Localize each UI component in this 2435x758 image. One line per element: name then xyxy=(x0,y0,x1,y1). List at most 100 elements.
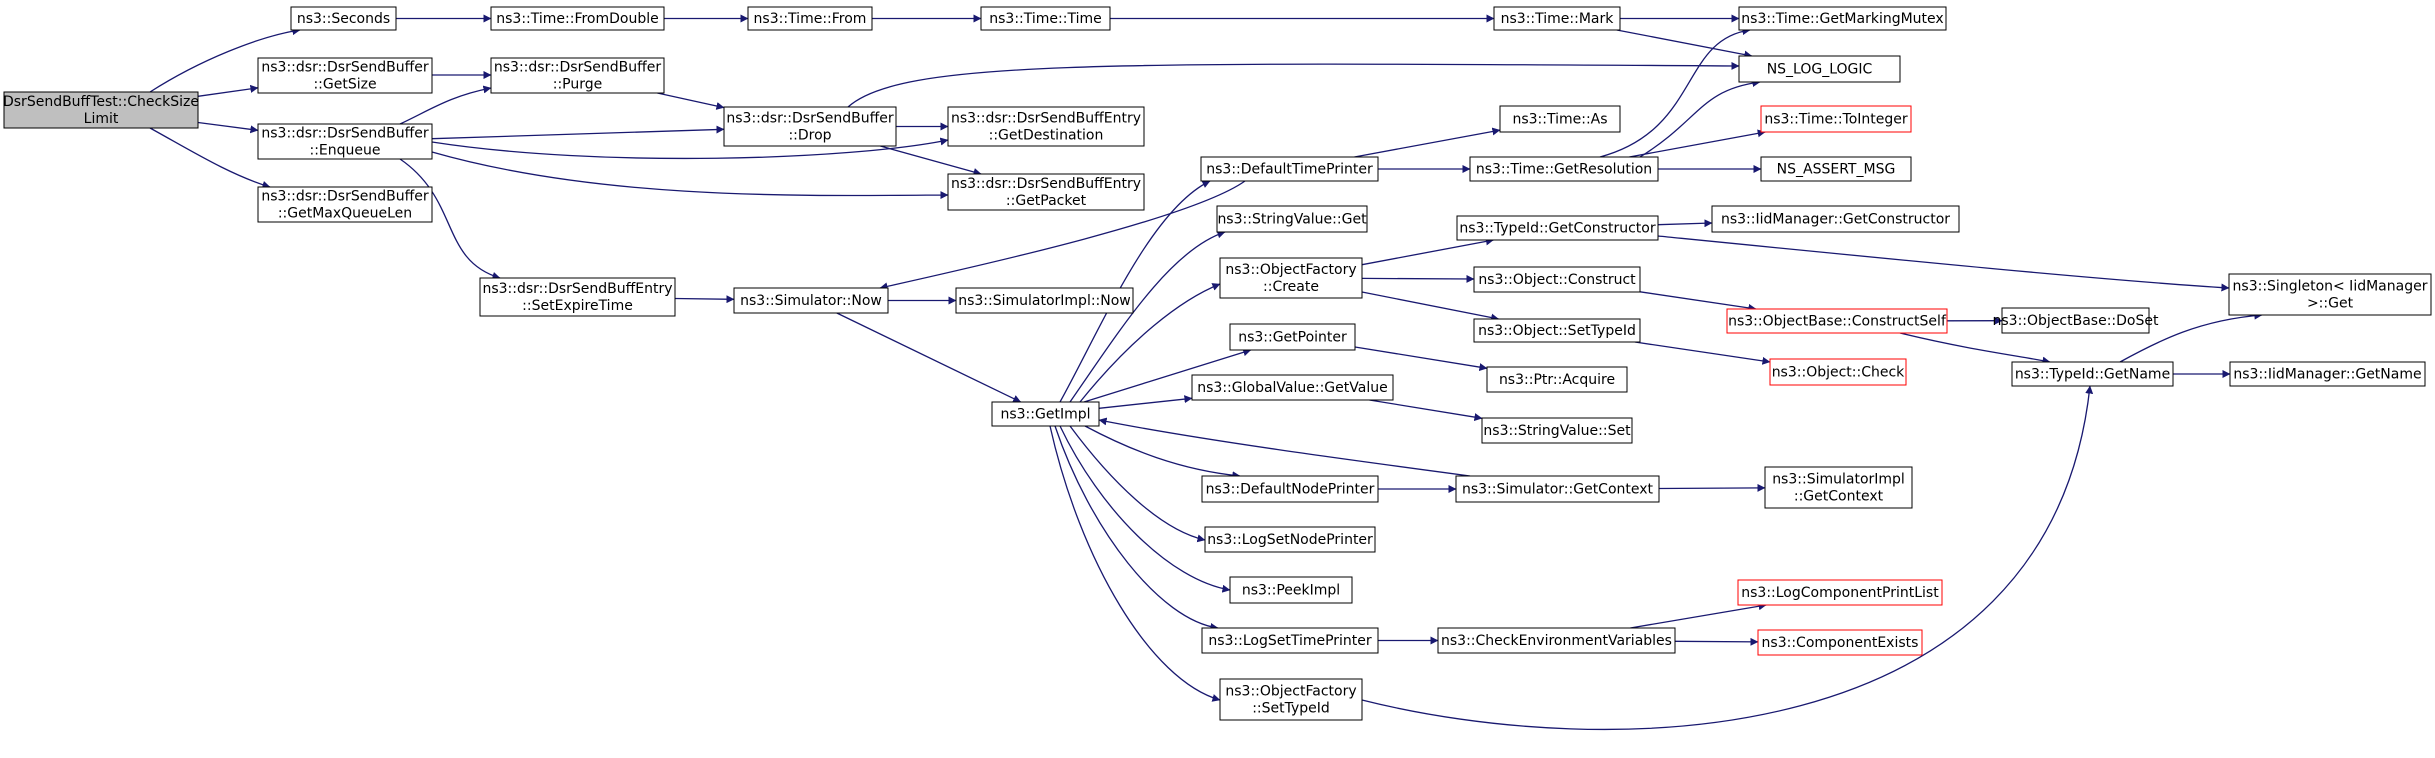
node-box xyxy=(1456,215,1659,241)
node-compexists[interactable]: ns3::ComponentExists xyxy=(1757,629,1923,656)
call-edge-getimpl-to-defnodeprinter xyxy=(1084,425,1241,480)
node-enqueue[interactable]: ns3::dsr::DsrSendBuffer::Enqueue xyxy=(257,123,433,160)
node-label: NS_ASSERT_MSG xyxy=(1777,162,1896,178)
node-label: ns3::Ptr::Acquire xyxy=(1499,372,1615,388)
node-maxqueue[interactable]: ns3::dsr::DsrSendBuffer::GetMaxQueueLen xyxy=(257,186,433,223)
node-objconstruct[interactable]: ns3::Object::Construct xyxy=(1473,266,1641,293)
call-edge-gvgetvalue-to-strvalset xyxy=(1369,399,1483,422)
node-box xyxy=(490,6,665,31)
call-edge-getimpl-to-deftimeprinter xyxy=(1059,180,1211,403)
node-singleton[interactable]: ns3::Singleton< IidManager >::Get xyxy=(2228,273,2432,316)
node-label: ns3::Object::SetTypeId xyxy=(1478,323,1636,339)
node-label: ns3::SimulatorImpl::Now xyxy=(958,293,1131,309)
node-objfactsettypeid[interactable]: ns3::ObjectFactory::SetTypeId xyxy=(1219,678,1363,721)
node-box xyxy=(257,186,433,223)
node-box xyxy=(1757,629,1923,656)
node-strvalget[interactable]: ns3::StringValue::Get xyxy=(1216,205,1368,233)
node-logsetnodeprinter[interactable]: ns3::LogSetNodePrinter xyxy=(1204,526,1376,553)
node-getsize[interactable]: ns3::dsr::DsrSendBuffer::GetSize xyxy=(257,57,433,94)
node-getpointer[interactable]: ns3::GetPointer xyxy=(1229,323,1356,351)
call-edge-drop-to-getpacket xyxy=(880,145,982,176)
node-mark[interactable]: ns3::Time::Mark xyxy=(1493,6,1621,31)
node-box xyxy=(1499,105,1621,133)
node-label: ns3::ComponentExists xyxy=(1762,635,1919,651)
node-ptracquire[interactable]: ns3::Ptr::Acquire xyxy=(1486,366,1628,393)
call-edge-mark-to-loglogic xyxy=(1616,29,1753,59)
node-mutex[interactable]: ns3::Time::GetMarkingMutex xyxy=(1738,6,1947,31)
call-edge-enqueue-to-getdest xyxy=(431,137,949,160)
call-edge-checkenv-to-compexists xyxy=(1674,637,1759,646)
node-gvgetvalue[interactable]: ns3::GlobalValue::GetValue xyxy=(1191,374,1394,401)
node-simimplgetcontext[interactable]: ns3::SimulatorImpl::GetContext xyxy=(1764,466,1913,509)
node-box xyxy=(2229,361,2426,387)
node-defnodeprinter[interactable]: ns3::DefaultNodePrinter xyxy=(1201,475,1379,503)
node-box xyxy=(1481,417,1633,444)
node-getimpl[interactable]: ns3::GetImpl xyxy=(991,401,1100,427)
call-edge-getimpl-to-logsetnodeprinter xyxy=(1069,425,1206,543)
node-logcompprintlist[interactable]: ns3::LogComponentPrintList xyxy=(1737,579,1943,606)
call-edge-setexpire-to-simnow xyxy=(674,295,735,304)
call-edge-objsettypeid-to-objcheck xyxy=(1634,341,1771,365)
node-label: ns3::ObjectFactory xyxy=(1225,684,1356,700)
node-objbasedoset[interactable]: ns3::ObjectBase::DoSet xyxy=(1993,307,2159,334)
node-objcheck[interactable]: ns3::Object::Check xyxy=(1769,358,1907,386)
node-assertmsg[interactable]: NS_ASSERT_MSG xyxy=(1760,156,1912,182)
node-box xyxy=(1473,266,1641,293)
node-typeidgetname[interactable]: ns3::TypeId::GetName xyxy=(2011,361,2174,387)
node-timeas[interactable]: ns3::Time::As xyxy=(1499,105,1621,133)
node-box xyxy=(1726,308,1948,334)
node-purge[interactable]: ns3::dsr::DsrSendBuffer::Purge xyxy=(490,57,665,94)
node-drop[interactable]: ns3::dsr::DsrSendBuffer::Drop xyxy=(723,106,897,147)
node-getpacket[interactable]: ns3::dsr::DsrSendBuffEntry::GetPacket xyxy=(947,173,1145,211)
node-deftimeprinter[interactable]: ns3::DefaultTimePrinter xyxy=(1200,156,1379,182)
node-from[interactable]: ns3::Time::From xyxy=(747,6,873,31)
node-box xyxy=(1738,55,1901,83)
node-label: ns3::Singleton< IidManager xyxy=(2233,279,2428,295)
node-iidmgrgetctor[interactable]: ns3::IidManager::GetConstructor xyxy=(1711,205,1960,233)
node-box xyxy=(1201,627,1379,654)
node-strvalset[interactable]: ns3::StringValue::Set xyxy=(1481,417,1633,444)
call-edge-objfactcreate-to-objconstruct xyxy=(1361,274,1475,283)
call-edge-getimpl-to-strvalget xyxy=(1069,230,1226,403)
node-box xyxy=(991,401,1100,427)
node-loglogic[interactable]: NS_LOG_LOGIC xyxy=(1738,55,1901,83)
node-label: ::Create xyxy=(1263,279,1319,295)
node-simgetcontext[interactable]: ns3::Simulator::GetContext xyxy=(1455,475,1660,503)
node-timetime[interactable]: ns3::Time::Time xyxy=(980,6,1111,31)
node-objsettypeid[interactable]: ns3::Object::SetTypeId xyxy=(1473,318,1641,343)
call-edges xyxy=(149,14,2263,730)
node-label: ns3::SimulatorImpl xyxy=(1772,472,1905,488)
node-label: ns3::PeekImpl xyxy=(1242,583,1340,599)
node-label: ns3::dsr::DsrSendBuffer xyxy=(261,60,428,76)
node-seconds[interactable]: ns3::Seconds xyxy=(290,6,397,31)
node-setexpire[interactable]: ns3::dsr::DsrSendBuffEntry::SetExpireTim… xyxy=(479,277,676,317)
node-typeidgetctor[interactable]: ns3::TypeId::GetConstructor xyxy=(1456,215,1659,241)
node-label: NS_LOG_LOGIC xyxy=(1767,62,1873,78)
node-simnow[interactable]: ns3::Simulator::Now xyxy=(733,287,889,314)
call-edge-simgetcontext-to-getimpl xyxy=(1098,417,1471,477)
node-getdest[interactable]: ns3::dsr::DsrSendBuffEntry::GetDestinati… xyxy=(947,106,1145,147)
node-label: ns3::dsr::DsrSendBuffer xyxy=(494,60,661,76)
node-fromdouble[interactable]: ns3::Time::FromDouble xyxy=(490,6,665,31)
node-box xyxy=(1760,105,1912,133)
node-label: ns3::Seconds xyxy=(297,11,390,27)
node-iidmgrgetname[interactable]: ns3::IidManager::GetName xyxy=(2229,361,2426,387)
node-tointeger[interactable]: ns3::Time::ToInteger xyxy=(1760,105,1912,133)
node-label: ns3::Time::From xyxy=(754,11,867,27)
node-label: ns3::CheckEnvironmentVariables xyxy=(1441,633,1672,649)
node-box xyxy=(1201,475,1379,503)
call-edge-objconstruct-to-objbaseconstructself xyxy=(1639,291,1757,312)
node-logsettimeprinter[interactable]: ns3::LogSetTimePrinter xyxy=(1201,627,1379,654)
node-label: ns3::LogComponentPrintList xyxy=(1741,585,1939,601)
node-label: ::Drop xyxy=(788,128,831,144)
node-simimplnow[interactable]: ns3::SimulatorImpl::Now xyxy=(955,287,1134,314)
call-edge-getimpl-to-getpointer xyxy=(1083,348,1252,403)
node-checkenv[interactable]: ns3::CheckEnvironmentVariables xyxy=(1437,627,1676,654)
node-objbaseconstructself[interactable]: ns3::ObjectBase::ConstructSelf xyxy=(1726,308,1948,334)
node-getres[interactable]: ns3::Time::GetResolution xyxy=(1469,156,1659,182)
node-objfactcreate[interactable]: ns3::ObjectFactory::Create xyxy=(1219,257,1363,299)
node-label: ns3::LogSetNodePrinter xyxy=(1207,532,1373,548)
node-peekimpl[interactable]: ns3::PeekImpl xyxy=(1229,576,1353,604)
node-box xyxy=(1216,205,1368,233)
